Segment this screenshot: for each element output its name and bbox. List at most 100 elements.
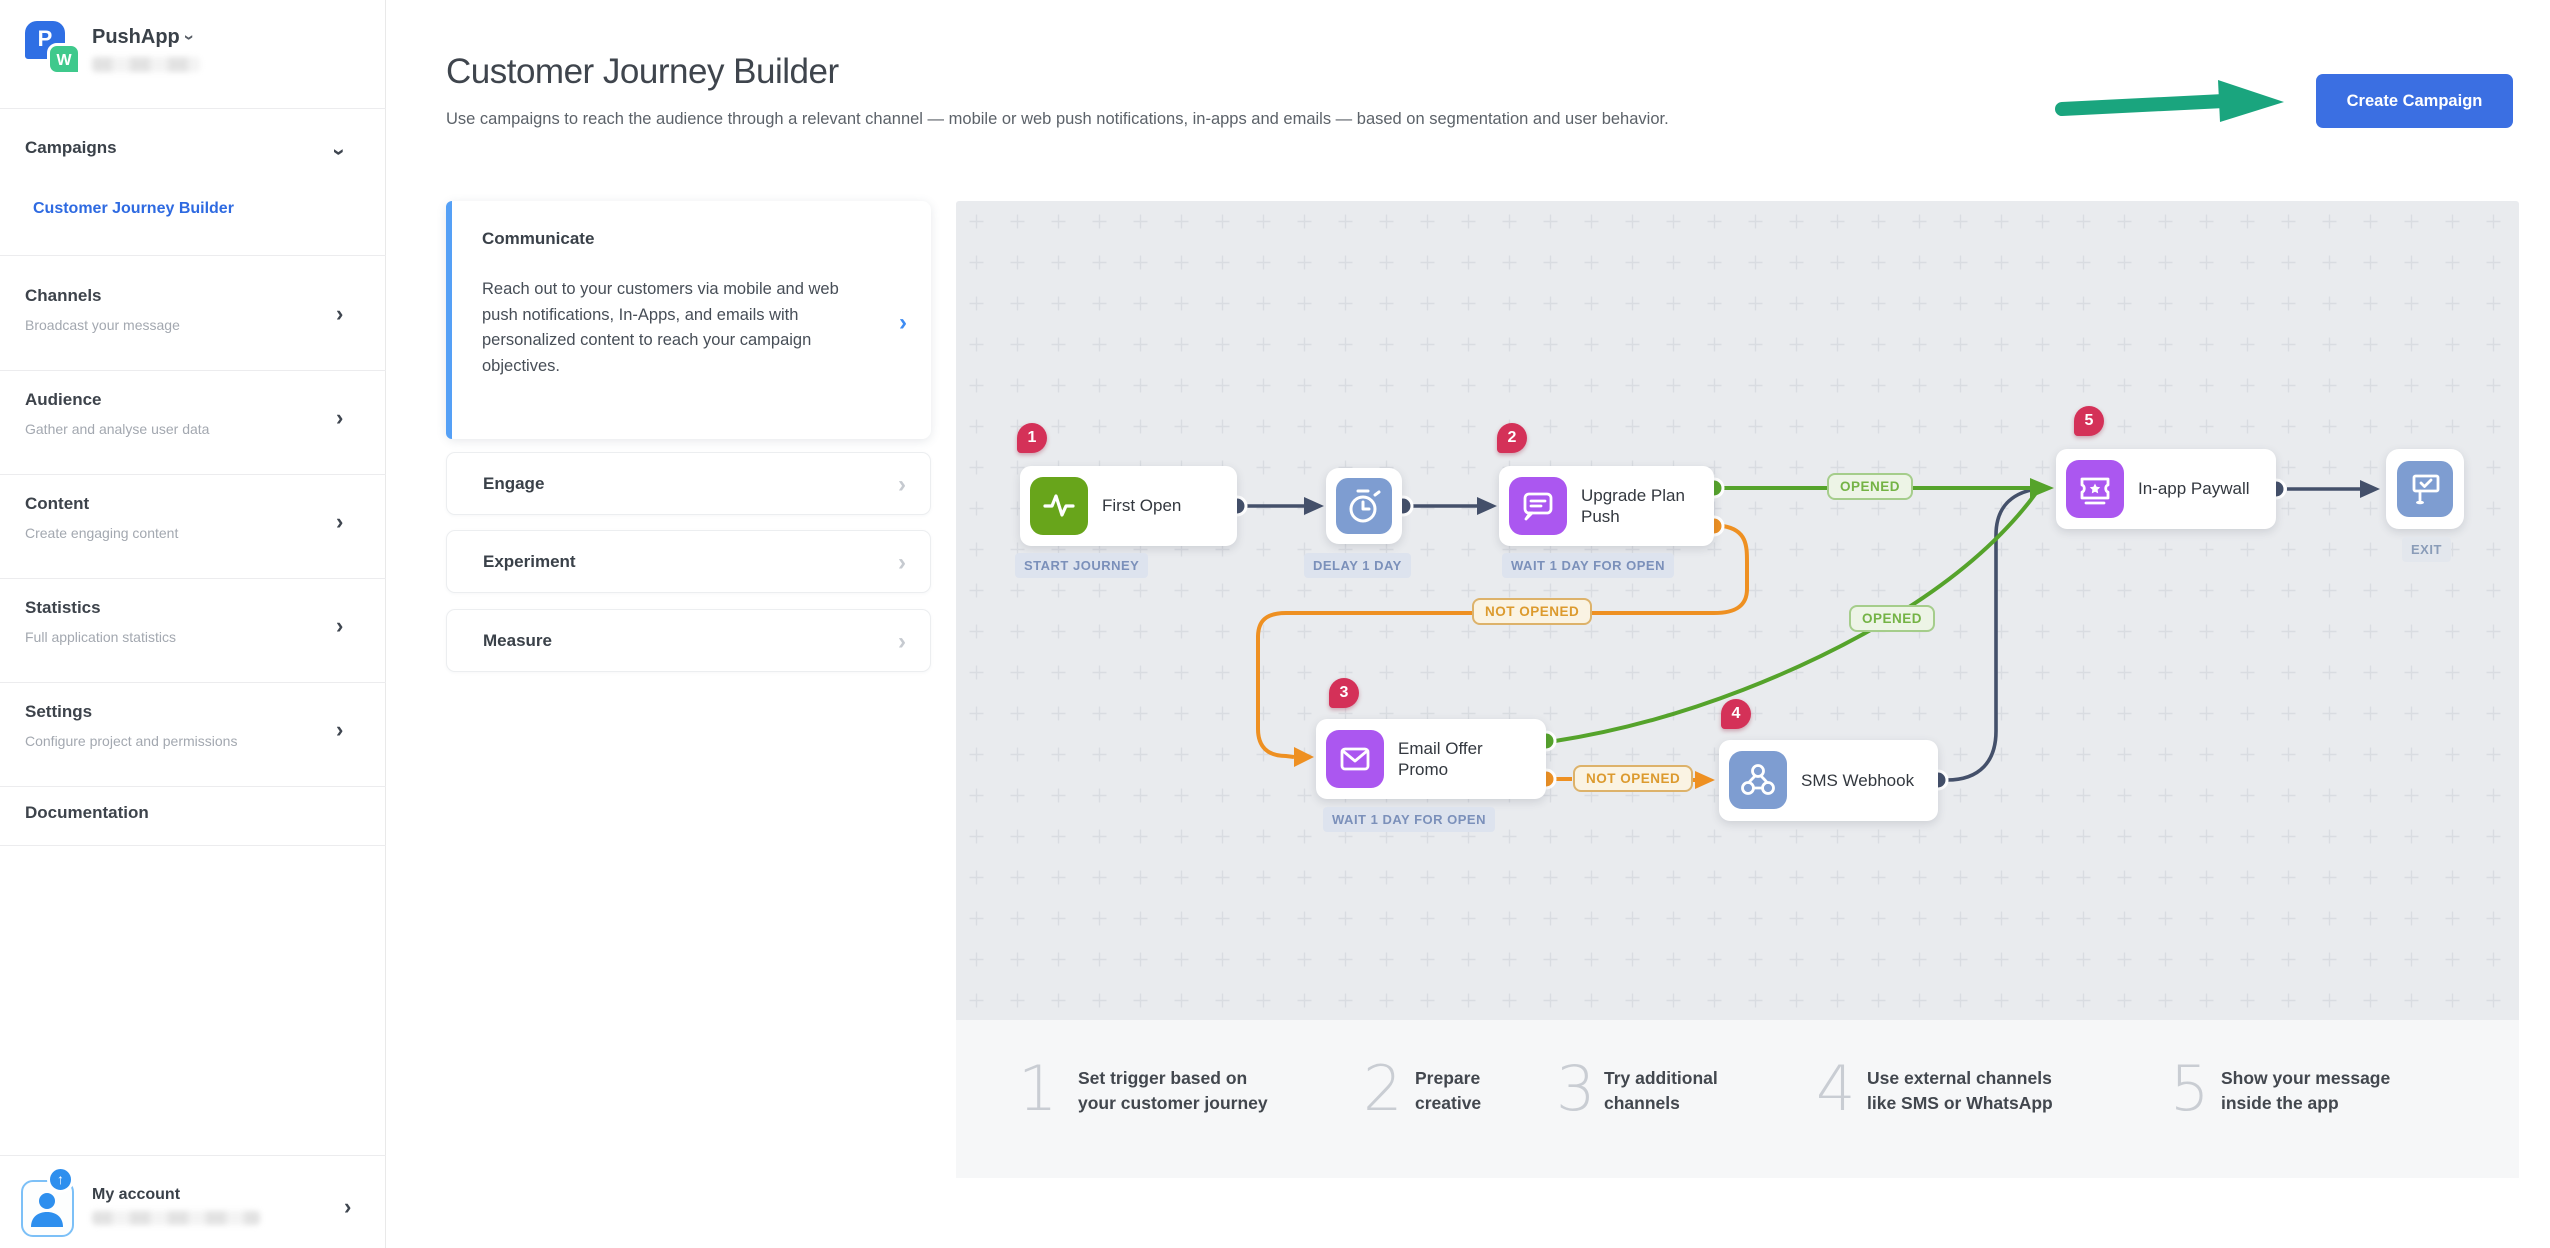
node-caption-wait-email: WAIT 1 DAY FOR OPEN bbox=[1323, 807, 1495, 832]
node-caption-delay: DELAY 1 DAY bbox=[1304, 553, 1411, 578]
sidebar: P W PushApp › Campaigns › Customer Journ… bbox=[0, 0, 386, 1248]
step-badge: 1 bbox=[1017, 423, 1047, 453]
chevron-right-icon: › bbox=[898, 628, 906, 655]
divider bbox=[0, 845, 386, 846]
node-caption-start-journey: START JOURNEY bbox=[1015, 553, 1149, 578]
node-first-open[interactable]: First Open bbox=[1020, 466, 1237, 546]
webhook-icon bbox=[1729, 751, 1787, 809]
chevron-right-icon: › bbox=[336, 717, 344, 742]
card-title: Experiment bbox=[483, 552, 576, 571]
chevron-right-icon: › bbox=[336, 301, 344, 326]
chevron-right-icon: › bbox=[898, 549, 906, 576]
sidebar-item-description: Configure project and permissions bbox=[25, 733, 238, 749]
edge-green-arrowhead bbox=[2030, 478, 2054, 498]
divider bbox=[0, 255, 386, 256]
divider bbox=[0, 786, 386, 787]
sidebar-item-label: Statistics bbox=[25, 598, 101, 617]
green-arrow-pointer-icon bbox=[2055, 80, 2284, 122]
node-in-app-paywall[interactable]: In-app Paywall bbox=[2056, 449, 2276, 529]
node-caption-wait-push: WAIT 1 DAY FOR OPEN bbox=[1502, 553, 1674, 578]
sidebar-item-label: Audience bbox=[25, 390, 102, 409]
sidebar-item-label: Channels bbox=[25, 286, 102, 305]
sidebar-item-description: Full application statistics bbox=[25, 629, 176, 645]
upgrade-arrow-badge-icon[interactable]: ↑ bbox=[47, 1166, 74, 1193]
chevron-right-icon: › bbox=[336, 613, 344, 638]
page-subtitle: Use campaigns to reach the audience thro… bbox=[446, 110, 1669, 128]
divider bbox=[0, 578, 386, 579]
divider bbox=[0, 1155, 386, 1156]
step-badge: 3 bbox=[1329, 678, 1359, 708]
edge-dark-lines bbox=[1246, 487, 2360, 782]
redacted-project-name bbox=[92, 57, 200, 72]
app-switcher-caret-icon[interactable]: › bbox=[179, 34, 200, 41]
divider bbox=[0, 682, 386, 683]
card-title: Engage bbox=[483, 474, 545, 493]
node-exit[interactable] bbox=[2386, 449, 2464, 529]
my-account-label: My account bbox=[92, 1186, 181, 1203]
sidebar-item-description: Gather and analyse user data bbox=[25, 421, 210, 437]
step-number: 1 bbox=[1018, 1052, 1058, 1125]
panel-card-engage[interactable]: Engage › bbox=[446, 452, 931, 515]
logo-bubble-p-icon: P bbox=[25, 21, 65, 59]
node-sms-webhook[interactable]: SMS Webhook bbox=[1719, 740, 1938, 821]
redacted-account-email bbox=[92, 1211, 260, 1225]
create-campaign-button[interactable]: Create Campaign bbox=[2316, 74, 2513, 128]
step-badge: 2 bbox=[1497, 423, 1527, 453]
sidebar-item-label: Content bbox=[25, 494, 90, 513]
panel-card-experiment[interactable]: Experiment › bbox=[446, 530, 931, 593]
panel-card-measure[interactable]: Measure › bbox=[446, 609, 931, 672]
node-label: Email Offer Promo bbox=[1398, 738, 1483, 779]
exit-flag-icon bbox=[2397, 461, 2453, 517]
chevron-right-icon[interactable]: › bbox=[899, 309, 907, 336]
chevron-right-icon: › bbox=[336, 405, 344, 430]
sidebar-item-description: Create engaging content bbox=[25, 525, 179, 541]
chevron-right-icon: › bbox=[344, 1194, 352, 1219]
step-number: 4 bbox=[1816, 1052, 1856, 1125]
edge-label-not-opened: NOT OPENED bbox=[1472, 598, 1593, 625]
divider bbox=[0, 108, 386, 109]
edge-orange-arrowheads bbox=[1294, 747, 1715, 789]
node-upgrade-plan-push[interactable]: Upgrade Plan Push bbox=[1499, 466, 1714, 546]
card-description: Reach out to your customers via mobile a… bbox=[482, 280, 839, 376]
sidebar-item-customer-journey-builder[interactable]: Customer Journey Builder bbox=[33, 200, 234, 217]
sidebar-section-campaigns[interactable]: Campaigns bbox=[25, 138, 117, 157]
step-badge: 4 bbox=[1721, 699, 1751, 729]
stopwatch-icon bbox=[1336, 478, 1392, 534]
app-name[interactable]: PushApp bbox=[92, 26, 180, 48]
node-caption-exit: EXIT bbox=[2402, 537, 2451, 562]
node-label: In-app Paywall bbox=[2138, 479, 2250, 499]
chevron-right-icon: › bbox=[336, 509, 344, 534]
panel-card-communicate[interactable]: Communicate Reach out to your customers … bbox=[446, 201, 931, 439]
card-title: Communicate bbox=[482, 229, 595, 248]
edge-label-opened: OPENED bbox=[1827, 473, 1914, 500]
node-label: SMS Webhook bbox=[1801, 770, 1915, 790]
active-card-accent bbox=[446, 201, 452, 439]
step-badge: 5 bbox=[2074, 406, 2104, 436]
pushapp-logo[interactable]: P W bbox=[25, 21, 83, 79]
divider bbox=[0, 370, 386, 371]
node-label: Upgrade Plan Push bbox=[1581, 485, 1685, 526]
journey-canvas[interactable]: 1 2 3 4 5 First Open bbox=[956, 201, 2519, 1020]
sidebar-item-label: Settings bbox=[25, 702, 93, 721]
node-delay[interactable] bbox=[1326, 468, 1402, 544]
node-label: First Open bbox=[1102, 496, 1182, 516]
step-number: 5 bbox=[2170, 1052, 2210, 1125]
email-icon bbox=[1326, 730, 1384, 788]
divider bbox=[0, 474, 386, 475]
node-email-offer-promo[interactable]: Email Offer Promo bbox=[1316, 719, 1546, 799]
sidebar-item-label: Documentation bbox=[25, 803, 149, 822]
canvas-grid bbox=[956, 201, 2519, 1020]
edge-label-opened: OPENED bbox=[1849, 605, 1936, 632]
event-pulse-icon bbox=[1030, 477, 1088, 535]
page-title: Customer Journey Builder bbox=[446, 52, 839, 91]
push-message-icon bbox=[1509, 477, 1567, 535]
step-number: 3 bbox=[1556, 1052, 1596, 1125]
sidebar-item-description: Broadcast your message bbox=[25, 317, 180, 333]
journey-connectors bbox=[956, 201, 2519, 1020]
chevron-down-icon[interactable]: › bbox=[327, 148, 353, 156]
